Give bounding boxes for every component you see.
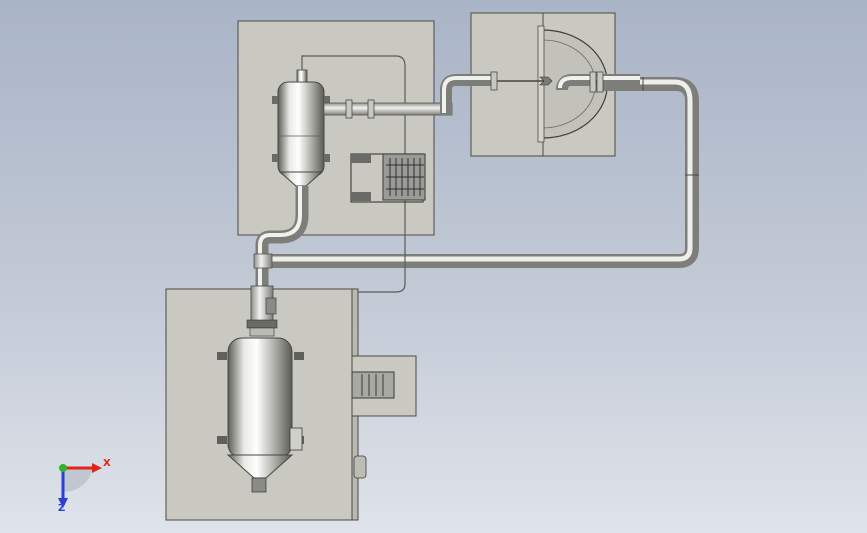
exchanger-support bbox=[351, 154, 371, 163]
instrument-line bbox=[301, 55, 406, 293]
upper-vessel-bracket bbox=[272, 154, 278, 162]
transfer-pipe-highlight bbox=[258, 186, 302, 300]
coordinate-triad bbox=[58, 463, 102, 508]
pipe-flange bbox=[367, 99, 375, 119]
upper-vessel-bracket bbox=[272, 96, 278, 104]
lower-vessel-bracket bbox=[294, 352, 304, 360]
riser-flange bbox=[490, 71, 498, 91]
exchanger-fins bbox=[386, 158, 424, 196]
upper-vessel-body[interactable] bbox=[277, 81, 325, 177]
vessel-outlet-pipe[interactable] bbox=[323, 102, 453, 116]
side-pump-fins bbox=[361, 374, 384, 396]
exchanger-support bbox=[351, 192, 371, 201]
y-axis-icon bbox=[59, 464, 67, 472]
upper-vessel-top-nozzle[interactable] bbox=[296, 69, 308, 83]
lower-vessel-bracket bbox=[217, 436, 227, 444]
z-axis-label: Z bbox=[58, 503, 66, 514]
x-axis-label: X bbox=[103, 458, 111, 469]
side-manway[interactable] bbox=[289, 427, 303, 451]
pipe-flange bbox=[345, 99, 353, 119]
probe-head[interactable] bbox=[539, 76, 553, 86]
z-arrow-icon bbox=[58, 498, 68, 508]
side-pump[interactable] bbox=[351, 371, 395, 399]
upper-vessel-bracket bbox=[324, 96, 330, 104]
lower-vessel-drain[interactable] bbox=[251, 477, 267, 493]
nozzle-flange bbox=[249, 327, 275, 337]
triad-backdrop bbox=[63, 468, 93, 493]
lower-vessel-bracket bbox=[217, 352, 227, 360]
dome-inlet-highlight bbox=[558, 76, 640, 89]
x-arrow-icon bbox=[92, 463, 102, 473]
dome-inlet-flange bbox=[589, 71, 597, 93]
nozzle-flange bbox=[246, 319, 278, 329]
return-pipe-tee[interactable] bbox=[253, 253, 273, 269]
lower-vessel-body[interactable] bbox=[227, 337, 293, 459]
nozzle-valve[interactable] bbox=[265, 297, 277, 315]
riser-pipe-highlight bbox=[442, 76, 497, 113]
motor-housing[interactable] bbox=[353, 455, 367, 479]
dome-inlet-flange bbox=[596, 71, 604, 93]
dome-inlet-pipe[interactable] bbox=[556, 74, 640, 91]
upper-vessel-bracket bbox=[324, 154, 330, 162]
